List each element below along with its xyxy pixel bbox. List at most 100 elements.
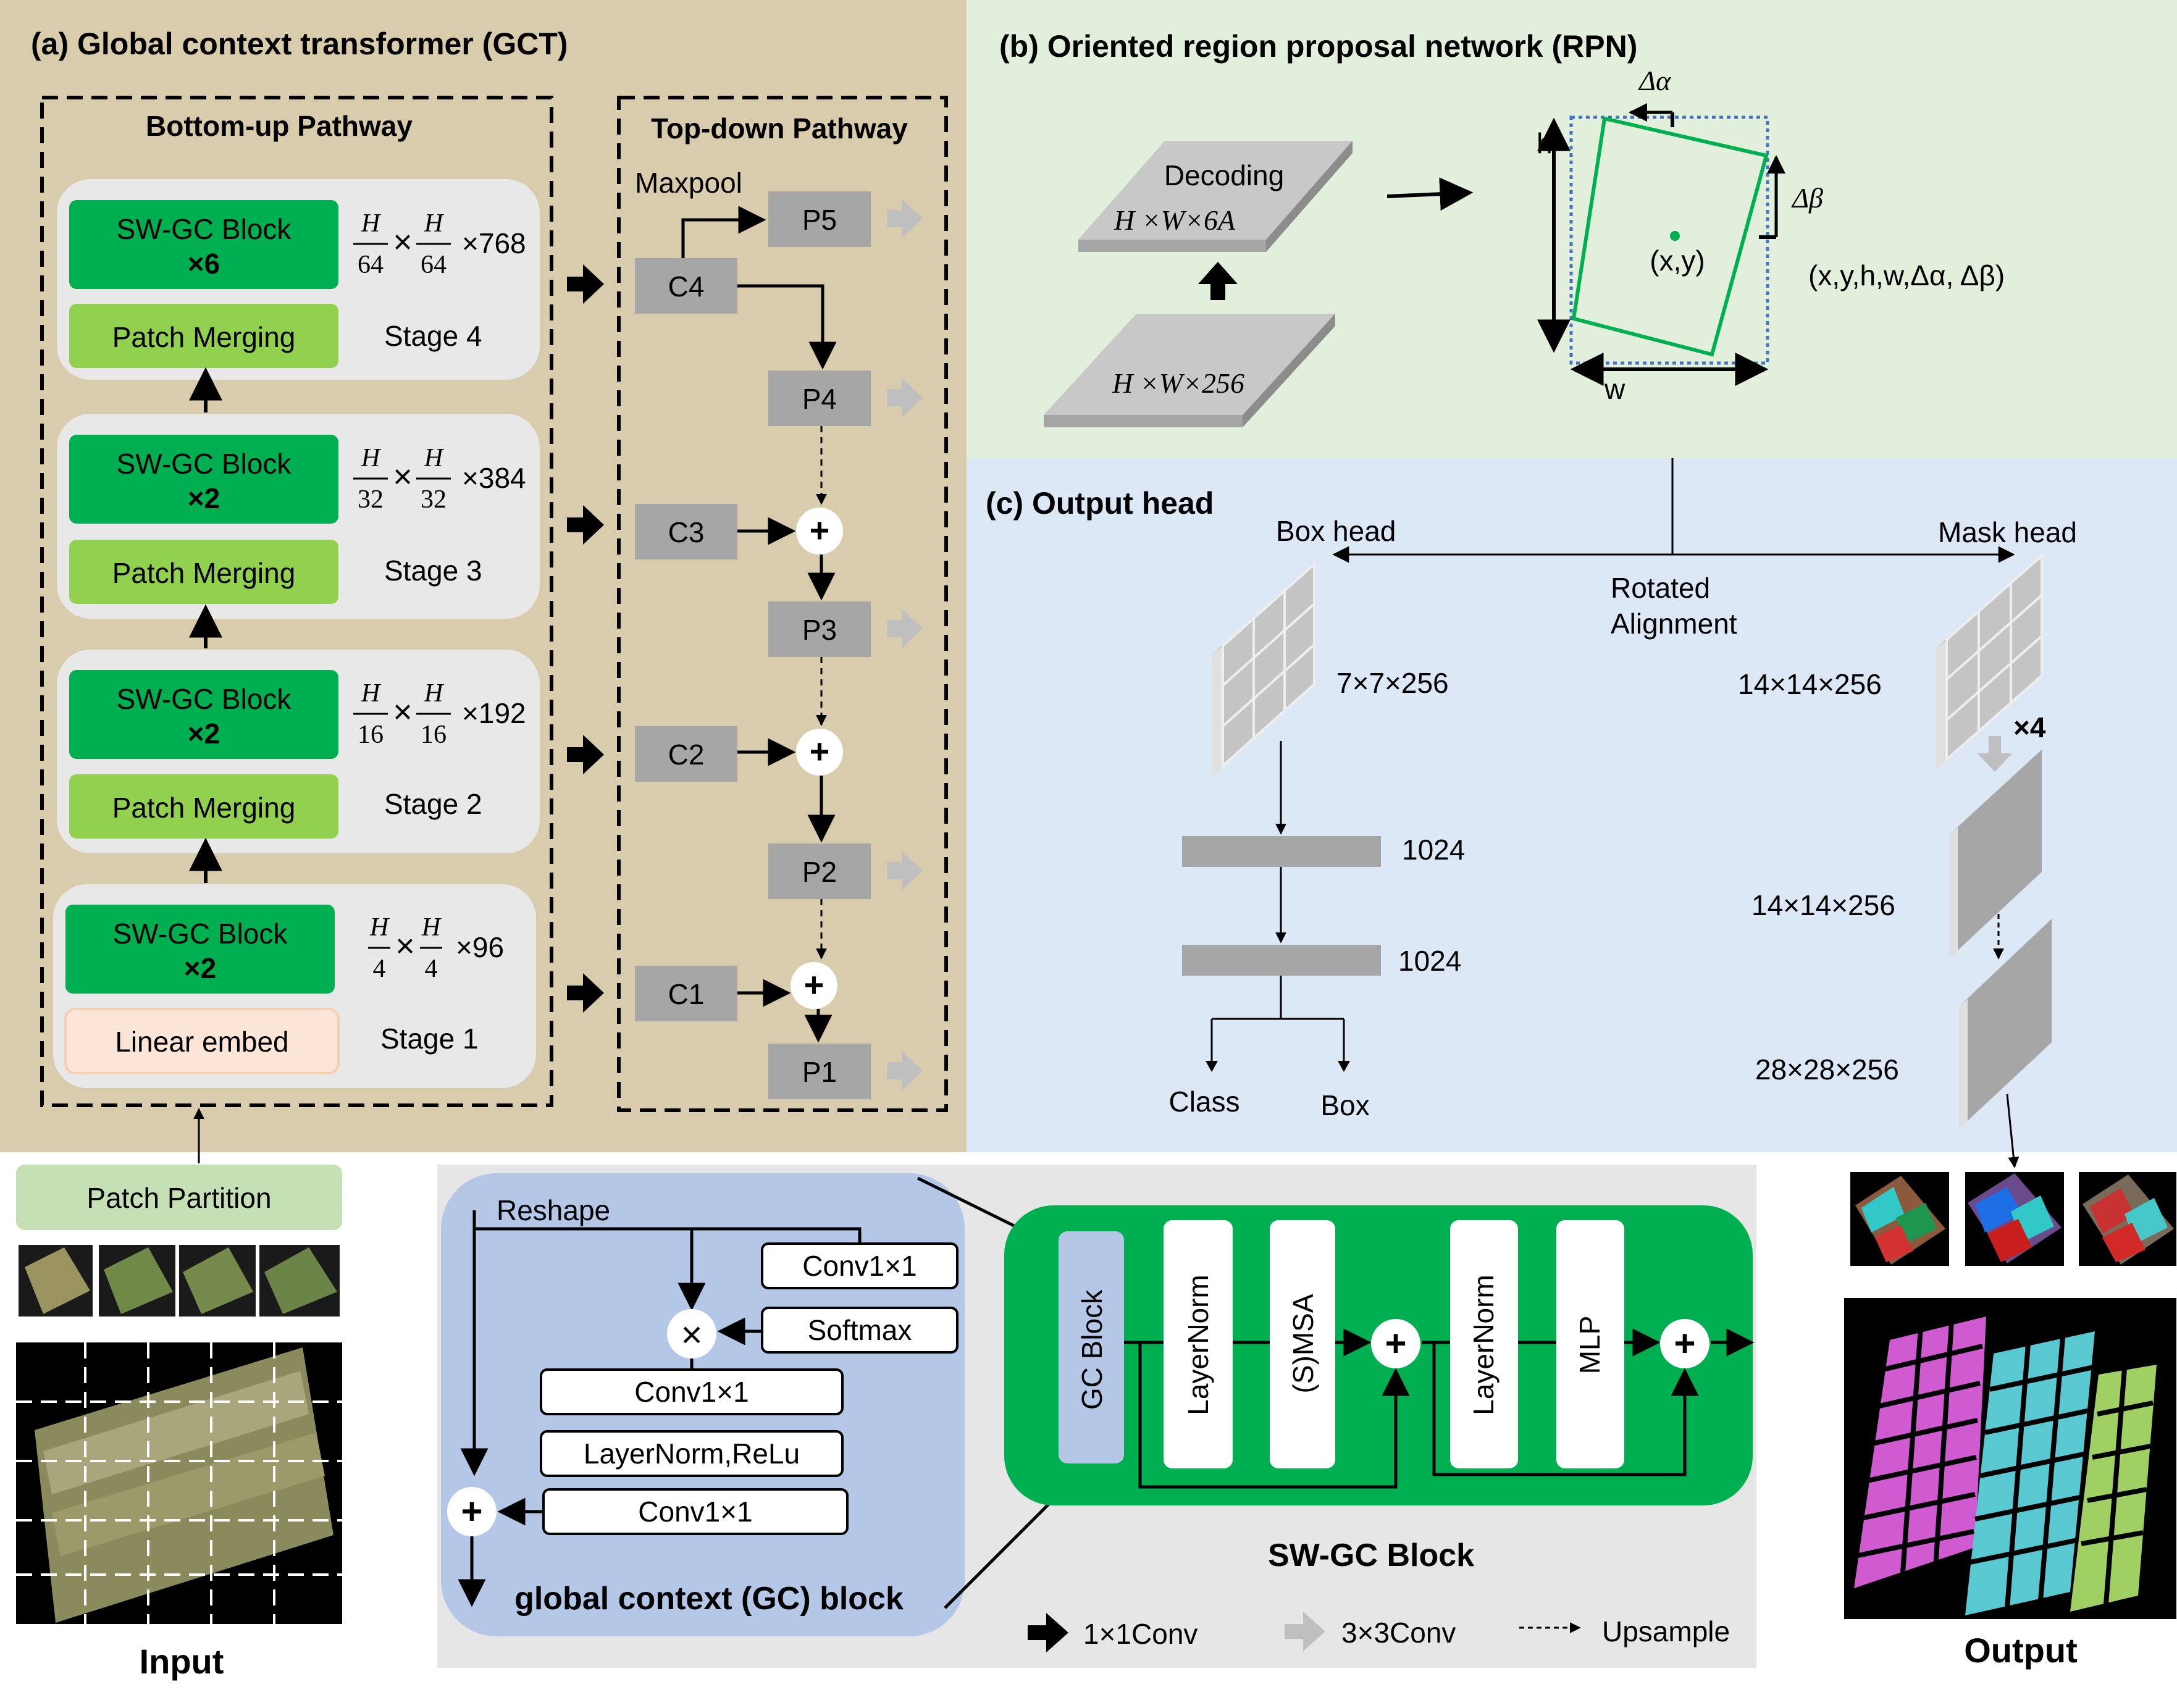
node-p4[interactable] bbox=[768, 370, 871, 426]
swgc-add-node-1-label: + bbox=[1385, 1323, 1406, 1364]
node-p5-label: P5 bbox=[802, 204, 837, 236]
fc-layer-2 bbox=[1182, 945, 1381, 976]
stage-2-patch-merging[interactable] bbox=[69, 774, 338, 839]
stage-4-dim-den-2: 64 bbox=[421, 251, 447, 279]
stage-1-swgc-label: SW-GC Block bbox=[113, 918, 288, 950]
mask-head-dim-2: 14×14×256 bbox=[1751, 889, 1895, 921]
decoding-up-arrow bbox=[1198, 262, 1238, 300]
gc-conv-top-label: Conv1×1 bbox=[802, 1250, 917, 1282]
swgc-msa[interactable] bbox=[1270, 1220, 1335, 1468]
gc-layernorm-relu[interactable] bbox=[540, 1430, 844, 1477]
gc-add-label: + bbox=[461, 1491, 482, 1532]
node-p4-label: P4 bbox=[802, 383, 837, 415]
stage-2-dim-den-1: 16 bbox=[358, 721, 384, 749]
patch-partition-label: Patch Partition bbox=[86, 1182, 271, 1214]
stage-3-repeat: ×2 bbox=[188, 482, 220, 514]
rotated-label: Rotated bbox=[1611, 572, 1710, 604]
box-parameter-tuple: (x,y,h,w,Δα, Δβ) bbox=[1808, 259, 2005, 291]
horizontal-bbox bbox=[1569, 115, 1769, 365]
patch-partition-box[interactable] bbox=[16, 1165, 342, 1230]
node-p3[interactable] bbox=[768, 601, 871, 657]
mask-conv-arrow bbox=[1978, 736, 2012, 772]
output-mask-thumbnails bbox=[1850, 1172, 2176, 1266]
gc-zoom-line-top bbox=[917, 1176, 1021, 1231]
swgc-mlp[interactable] bbox=[1556, 1220, 1624, 1468]
stage-3-swgc-block[interactable] bbox=[69, 435, 338, 524]
node-p2-label: P2 bbox=[802, 856, 837, 888]
stage-1-dim-den-2: 4 bbox=[425, 955, 438, 983]
mask-repeat-label: ×4 bbox=[2013, 711, 2046, 743]
node-c1[interactable] bbox=[635, 966, 737, 1021]
box-head-roi-feature bbox=[1212, 561, 1315, 776]
fpn-sum-nodes: + + + bbox=[791, 508, 843, 1009]
stage-3-patch-merging[interactable] bbox=[69, 540, 338, 604]
node-p1[interactable] bbox=[768, 1044, 871, 1099]
sum-node-2-label: + bbox=[810, 732, 830, 771]
p-conv-arrows bbox=[887, 199, 923, 1091]
box-center bbox=[1670, 231, 1680, 241]
stage-4-label: Stage 4 bbox=[384, 320, 482, 352]
legend-conv1-label: 1×1Conv bbox=[1083, 1618, 1198, 1650]
stage-4: SW-GC Block ×6 Patch Merging H 64 × H 64… bbox=[57, 179, 540, 380]
gc-add-node bbox=[447, 1487, 497, 1536]
mask-feature-3 bbox=[1959, 919, 2052, 1129]
stage-2-swgc-block[interactable] bbox=[69, 670, 338, 759]
stage-3-dim-den-2: 32 bbox=[421, 485, 447, 514]
box-arrowhead bbox=[1338, 1061, 1350, 1072]
stage-1-linear-embed[interactable] bbox=[64, 1008, 340, 1074]
input-label: Input bbox=[140, 1642, 224, 1681]
node-c2[interactable] bbox=[635, 726, 737, 782]
fc-layer-1-label: 1024 bbox=[1402, 834, 1465, 866]
legend-conv1-arrow bbox=[1028, 1613, 1068, 1652]
decoding-feature-map: Decoding H ×W×6A bbox=[1078, 141, 1353, 252]
w-label: w bbox=[1604, 373, 1625, 405]
gc-conv-mid-label: Conv1×1 bbox=[634, 1376, 749, 1408]
swgc-msa-label: (S)MSA bbox=[1287, 1294, 1319, 1393]
gc-conv-top[interactable] bbox=[761, 1242, 958, 1289]
mask-head-dim-3: 28×28×256 bbox=[1755, 1053, 1899, 1086]
stage-3-patch-merging-label: Patch Merging bbox=[112, 557, 296, 589]
input-patch-thumbnails bbox=[19, 1245, 340, 1317]
h-label: h bbox=[1537, 127, 1553, 159]
sum-node-3-label: + bbox=[810, 511, 830, 550]
stage-1-swgc-block[interactable] bbox=[65, 905, 335, 994]
node-p3-label: P3 bbox=[802, 614, 837, 646]
fc-layer-2-label: 1024 bbox=[1398, 945, 1461, 977]
stage-1-label: Stage 1 bbox=[380, 1023, 479, 1055]
gc-conv-mid[interactable] bbox=[540, 1368, 844, 1415]
lateral-arrow-2 bbox=[567, 735, 604, 774]
lateral-arrow-1 bbox=[567, 973, 604, 1013]
decoding-label: Decoding bbox=[1164, 159, 1284, 191]
stage-4-dim-num-2: H bbox=[424, 209, 445, 238]
stage-1-dim-num-1: H bbox=[369, 913, 390, 942]
sum-node-2 bbox=[796, 729, 843, 776]
node-c2-label: C2 bbox=[668, 739, 705, 771]
gc-block-title: global context (GC) block bbox=[514, 1581, 904, 1617]
node-c4[interactable] bbox=[635, 258, 737, 314]
node-p5[interactable] bbox=[768, 191, 871, 247]
stage-2-channels: ×192 bbox=[462, 697, 526, 729]
swgc-layernorm-1[interactable] bbox=[1164, 1220, 1233, 1468]
stage-2-patch-merging-label: Patch Merging bbox=[112, 792, 296, 824]
gc-multiply-label: × bbox=[681, 1314, 702, 1355]
node-p2[interactable] bbox=[768, 844, 871, 899]
stage-1: SW-GC Block ×2 Linear embed H 4 × H 4 ×9… bbox=[53, 884, 536, 1088]
alignment-label: Alignment bbox=[1611, 608, 1737, 640]
stage-1-channels: ×96 bbox=[456, 931, 504, 963]
stage-2-dim-den-2: 16 bbox=[421, 721, 447, 749]
node-c3[interactable] bbox=[635, 504, 737, 559]
maxpool-label: Maxpool bbox=[635, 167, 742, 199]
swgc-layernorm-2[interactable] bbox=[1450, 1220, 1518, 1468]
stage-4-patch-merging[interactable] bbox=[69, 304, 338, 368]
sum-node-1 bbox=[791, 962, 837, 1009]
sum-node-3 bbox=[796, 508, 843, 555]
input-feature-map: H ×W×256 bbox=[1044, 314, 1335, 427]
swgc-layernorm-1-label: LayerNorm bbox=[1182, 1275, 1214, 1415]
stage-4-dim-den-1: 64 bbox=[358, 251, 384, 279]
stage-4-swgc-block[interactable] bbox=[69, 200, 338, 289]
swgc-gc-block[interactable] bbox=[1059, 1231, 1124, 1463]
swgc-add-node-2 bbox=[1660, 1319, 1709, 1368]
stage-1-dim-den-1: 4 bbox=[373, 955, 386, 983]
stage-3-swgc-label: SW-GC Block bbox=[117, 448, 292, 480]
sum-node-1-label: + bbox=[804, 965, 824, 1004]
